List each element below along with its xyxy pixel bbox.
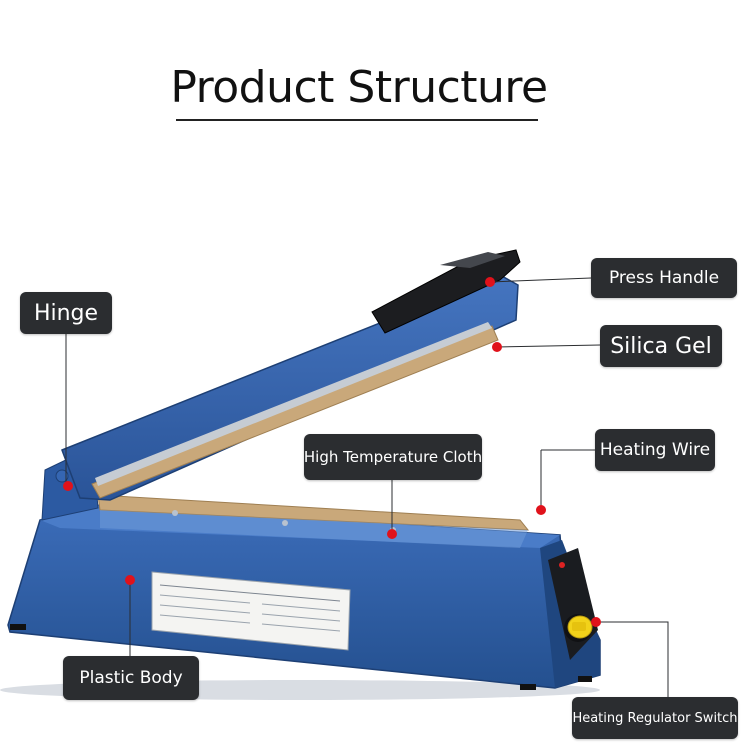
cover-screw — [172, 510, 178, 516]
regulator-knob — [564, 614, 593, 642]
handle-grip-highlight — [440, 252, 505, 268]
title-underline — [176, 119, 538, 121]
foot — [10, 624, 26, 630]
cover-screw — [282, 520, 288, 526]
label-plastic-body: Plastic Body — [63, 656, 199, 700]
hinge-pin — [55, 469, 69, 483]
foot — [578, 676, 592, 682]
instruction-plate — [151, 571, 351, 651]
page-title: Product Structure — [170, 62, 548, 113]
clear-cover — [100, 510, 528, 548]
label-high-temperature-cloth: High Temperature Cloth — [304, 434, 482, 480]
label-hinge: Hinge — [20, 292, 112, 334]
marker-dots — [63, 277, 601, 627]
label-heating-regulator-switch: Heating Regulator Switch — [572, 697, 738, 739]
label-heating-wire: Heating Wire — [595, 429, 715, 471]
leader-lines — [65, 277, 669, 697]
label-silica-gel: Silica Gel — [600, 325, 722, 367]
arm-metal-rail — [95, 322, 492, 486]
foot — [520, 684, 536, 690]
indicator-light — [559, 562, 565, 568]
label-press-handle: Press Handle — [591, 258, 737, 298]
